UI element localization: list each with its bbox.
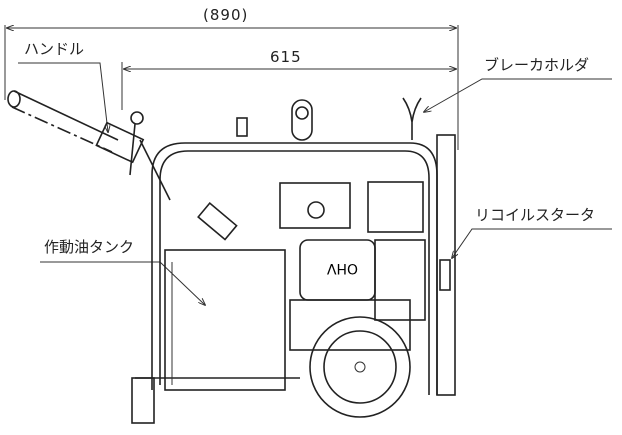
ohv-mark: OHV: [326, 260, 358, 276]
label-handle: ハンドル: [24, 40, 85, 58]
frame-length-dimension: 615: [270, 48, 302, 66]
engine: OHV: [279, 181, 451, 351]
frame: [131, 97, 456, 424]
dimension-lines: [4, 25, 459, 150]
label-breaker-holder: ブレーカホルダ: [484, 56, 590, 74]
label-hydraulic-oil-tank: 作動油タンク: [44, 238, 135, 256]
leader-lines: [18, 62, 612, 305]
handle: [7, 90, 171, 201]
overall-length-dimension: (890): [203, 6, 249, 24]
hydraulic-oil-tank: [164, 202, 286, 391]
label-recoil-starter: リコイルスタータ: [475, 206, 596, 224]
wheel: [309, 316, 411, 418]
